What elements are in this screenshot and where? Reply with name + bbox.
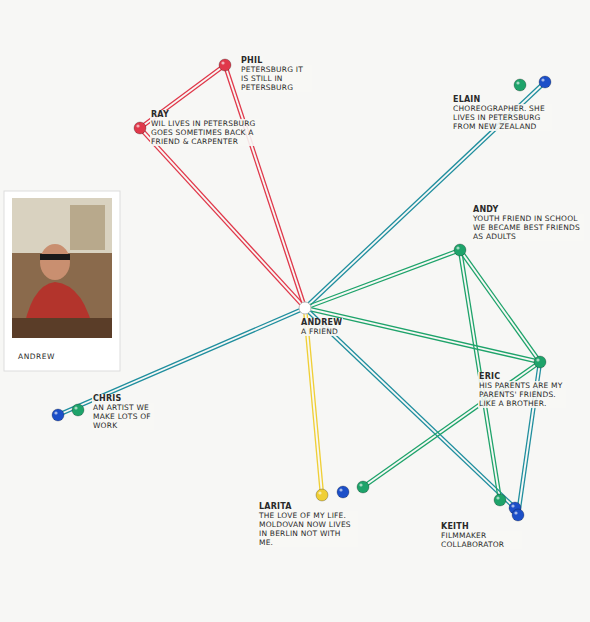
pin-highlight (496, 496, 499, 499)
string-connector (304, 249, 460, 310)
person-name: ELAIN (452, 95, 481, 104)
string-strand (57, 307, 304, 414)
photo-window (70, 205, 105, 250)
photo-glasses (40, 254, 70, 260)
photo-caption: ANDREW (18, 352, 55, 361)
pin-highlight (514, 511, 517, 514)
person-note: YOUTH FRIEND IN SCHOOL WE BECAME BEST FR… (472, 214, 584, 241)
string-connector (223, 64, 306, 308)
string-connector (57, 307, 305, 417)
person-name: ERIC (478, 372, 501, 381)
string-strand (304, 249, 459, 307)
pin-highlight (54, 411, 57, 414)
string-connector (139, 127, 306, 309)
person-note: CHOREOGRAPHER. SHE LIVES IN PETERSBURG F… (452, 104, 552, 131)
pin-highlight (541, 78, 544, 81)
push-pin (316, 489, 328, 501)
friend-note: ANDYYOUTH FRIEND IN SCHOOL WE BECAME BES… (472, 205, 584, 241)
friend-note: ERICHIS PARENTS ARE MY PARENTS' FRIENDS.… (478, 372, 566, 408)
push-pin (52, 409, 64, 421)
friend-note: CHRISAN ARTIST WE MAKE LOTS OF WORK (92, 394, 154, 430)
string-strand (139, 129, 304, 309)
push-pin (219, 59, 231, 71)
string-strand (141, 127, 306, 307)
push-pin (134, 122, 146, 134)
person-name: LARITA (258, 502, 293, 511)
push-pin (539, 76, 551, 88)
push-pin (512, 509, 524, 521)
friend-note: RAYWIL LIVES IN PETERSBURG GOES SOMETIME… (150, 110, 260, 146)
polaroid-frame (4, 191, 120, 371)
pin-highlight (456, 246, 459, 249)
string-connector (362, 361, 541, 489)
string-strand (139, 64, 224, 127)
string-strand (306, 251, 461, 309)
person-name: PHIL (240, 56, 263, 65)
string-strand (362, 361, 539, 486)
string-strand (304, 309, 514, 509)
string-strand (59, 309, 306, 416)
push-pin (454, 244, 466, 256)
photo-table (12, 318, 112, 338)
pin-highlight (318, 491, 321, 494)
person-note: THE LOVE OF MY LIFE. MOLDOVAN NOW LIVES … (258, 511, 358, 547)
push-pin (337, 486, 349, 498)
person-note: AN ARTIST WE MAKE LOTS OF WORK (92, 403, 154, 430)
person-note: FILMMAKER COLLABORATOR (440, 531, 522, 549)
push-pin (357, 481, 369, 493)
friend-note: LARITATHE LOVE OF MY LIFE. MOLDOVAN NOW … (258, 502, 358, 547)
person-name: CHRIS (92, 394, 122, 403)
push-pin (514, 79, 526, 91)
pin-highlight (301, 304, 304, 307)
person-note: A FRIEND (300, 327, 339, 336)
push-pin (72, 404, 84, 416)
person-name: ANDY (472, 205, 500, 214)
push-pin (299, 302, 311, 314)
person-note: WIL LIVES IN PETERSBURG GOES SOMETIMES B… (150, 119, 260, 146)
string-strand (303, 308, 320, 495)
pin-highlight (511, 504, 514, 507)
person-note: HIS PARENTS ARE MY PARENTS' FRIENDS. LIK… (478, 381, 566, 408)
person-name: ANDREW (300, 318, 343, 327)
photo-image (12, 198, 112, 338)
friend-note: ELAINCHOREOGRAPHER. SHE LIVES IN PETERSB… (452, 95, 552, 131)
string-strand (305, 306, 540, 360)
pin-highlight (136, 124, 139, 127)
photo-wall (12, 198, 112, 253)
pin-highlight (339, 488, 342, 491)
string-connector (458, 250, 501, 501)
pin-highlight (74, 406, 77, 409)
friend-note: PHILPETERSBURG IT IS STILL IN PETERSBURG (240, 56, 312, 92)
person-name: KEITH (440, 522, 470, 531)
person-note: PETERSBURG IT IS STILL IN PETERSBURG (240, 65, 312, 92)
push-pin (494, 494, 506, 506)
friend-note: ANDREWA FRIEND (300, 318, 360, 336)
friend-note: KEITHFILMMAKER COLLABORATOR (440, 522, 522, 549)
pin-highlight (516, 81, 519, 84)
photo-head (40, 244, 70, 280)
pin-highlight (359, 483, 362, 486)
pin-highlight (221, 61, 224, 64)
pin-highlight (536, 358, 539, 361)
string-strand (227, 64, 307, 307)
push-pin (534, 356, 546, 368)
string-strand (462, 250, 502, 500)
person-name: RAY (150, 110, 170, 119)
string-strand (223, 66, 303, 309)
